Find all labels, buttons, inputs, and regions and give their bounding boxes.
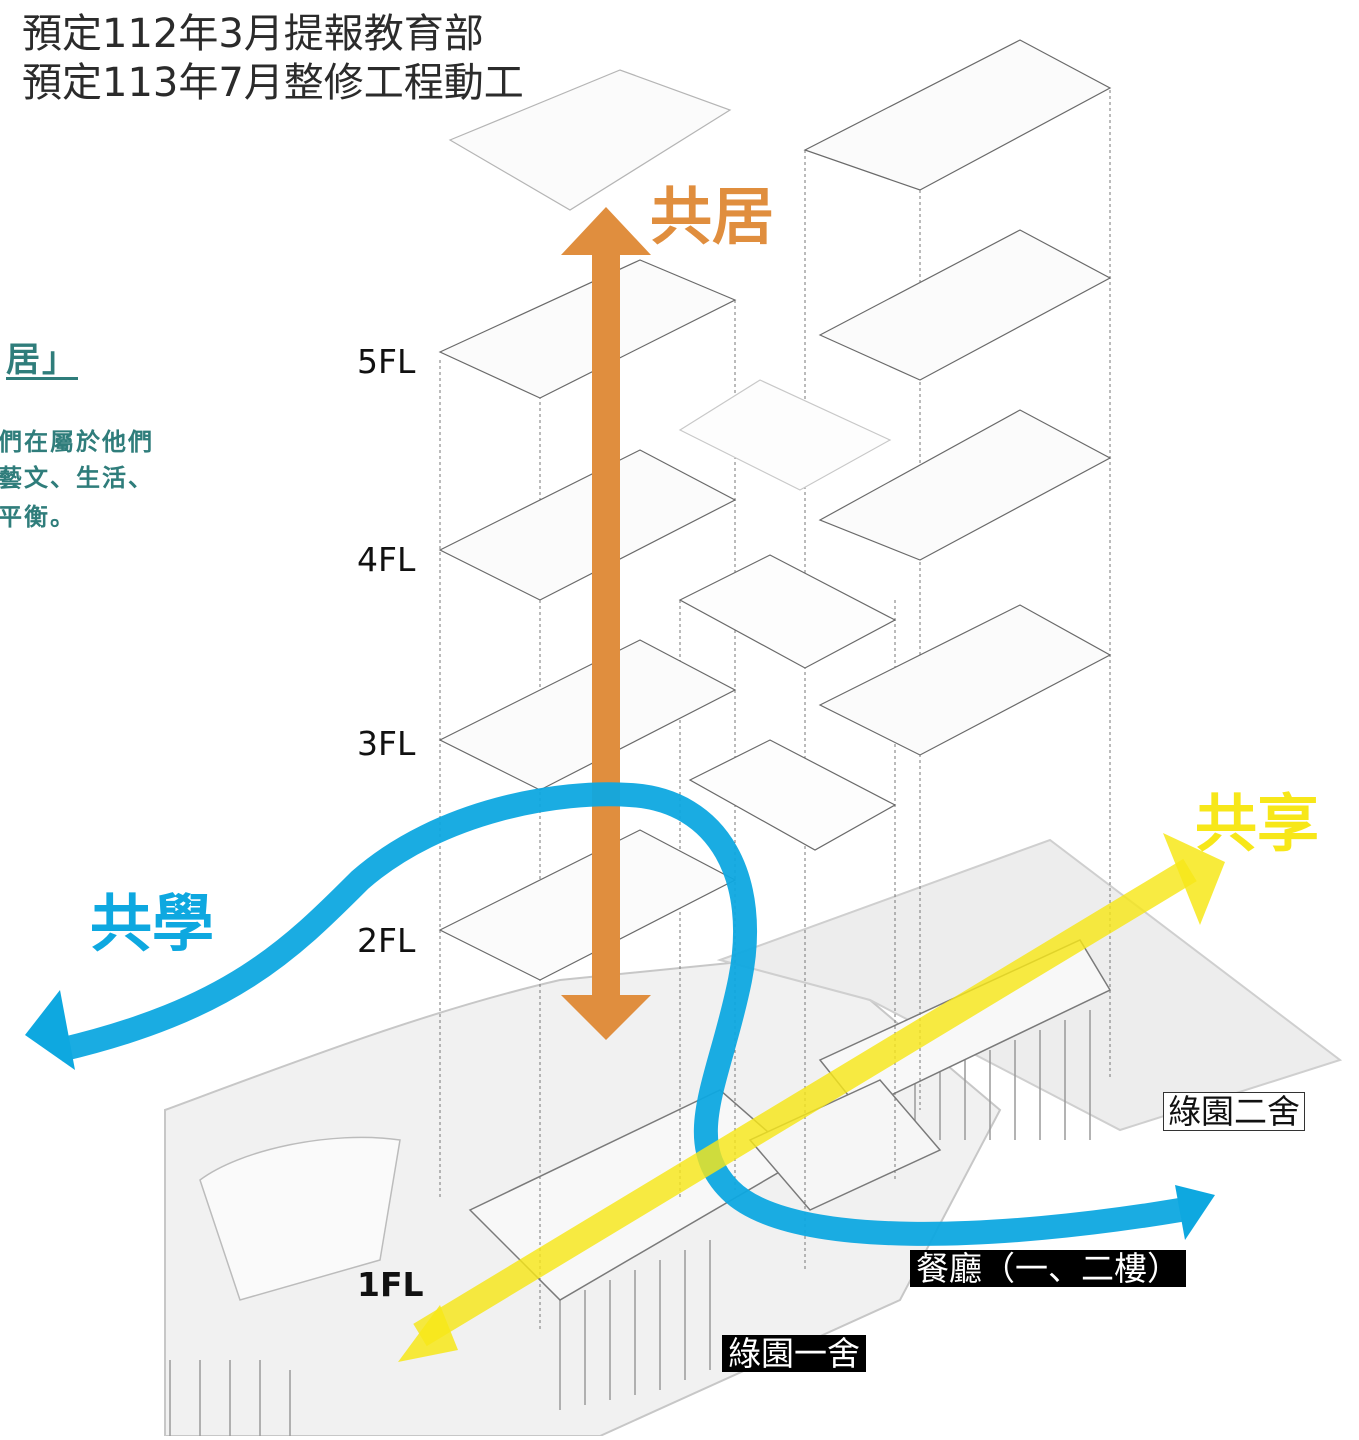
green-garden-1-tag: 綠園一舍 xyxy=(722,1335,866,1372)
side-note-line-2: 藝文、生活、 xyxy=(0,464,154,492)
right-tower-floor-plates xyxy=(803,39,1112,756)
middle-block xyxy=(678,379,897,851)
green-garden-2-tag: 綠園二舍 xyxy=(1163,1092,1305,1131)
colearn-label: 共學 xyxy=(90,887,215,960)
title-line-2: 預定113年7月整修工程動工 xyxy=(22,60,524,106)
side-note-line-1: 們在屬於他們 xyxy=(0,428,154,456)
floor-label-1fl: 1FL xyxy=(357,1265,424,1304)
title-line-1: 預定112年3月提報教育部 xyxy=(22,11,484,57)
cohabit-arrow xyxy=(561,207,651,1040)
share-arrow xyxy=(398,833,1225,1362)
left-tower-floor-plates xyxy=(438,69,737,981)
floor-label-2fl: 2FL xyxy=(357,921,416,960)
cohabit-label: 共居 xyxy=(650,180,775,253)
side-note-line-3: 平衡。 xyxy=(0,503,76,531)
share-label: 共享 xyxy=(1195,787,1320,860)
floor-label-5fl: 5FL xyxy=(357,342,416,381)
side-note-heading: 居」 xyxy=(6,340,78,380)
colearn-arrow xyxy=(25,782,1215,1246)
floor-label-3fl: 3FL xyxy=(357,724,416,763)
dining-hall-tag: 餐廳（一、二樓） xyxy=(910,1250,1186,1287)
floor-label-4fl: 4FL xyxy=(357,540,416,579)
